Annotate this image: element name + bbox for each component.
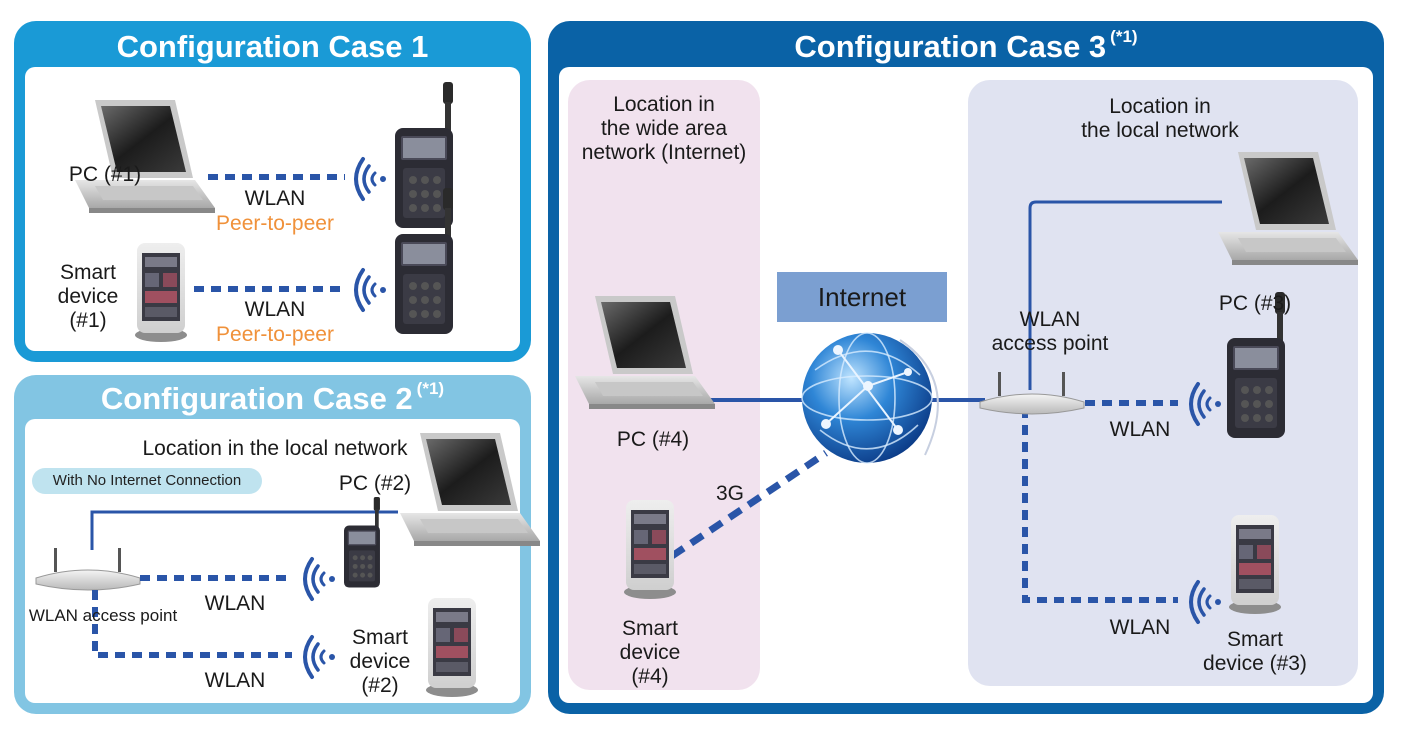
wifi-waves-icon — [354, 268, 388, 312]
case2-smartphone — [426, 598, 478, 697]
router-icon — [979, 371, 1085, 415]
case1-wlan-label-1: WLAN — [244, 187, 306, 210]
case3-smart3-label: Smart device (#3) — [1203, 628, 1307, 675]
case1-wlan-label-2: WLAN — [244, 298, 306, 321]
case3-pc4-label: PC (#4) — [616, 428, 690, 451]
case1-title: Configuration Case 1 — [116, 29, 429, 64]
case3-smartphone-3 — [1229, 515, 1281, 614]
wifi-waves-icon — [303, 557, 337, 601]
case2-pc-label: PC (#2) — [338, 472, 412, 495]
case1-smart-label: Smart device (#1) — [57, 261, 119, 332]
case2-wlan-label-1: WLAN — [204, 592, 266, 615]
wifi-waves-icon — [1189, 580, 1223, 624]
case3-3g-link — [670, 450, 828, 559]
case3-wide-location-label: Location in the wide area network (Inter… — [581, 93, 747, 164]
internet-label-box: Internet — [777, 272, 947, 322]
case2-wlan-link-2 — [92, 590, 292, 658]
case2-ap-label: WLAN access point — [28, 606, 178, 625]
case1-pc-laptop — [75, 100, 215, 213]
case1-pc-label: PC (#1) — [68, 163, 142, 186]
case2-no-internet-pill: With No Internet Connection — [32, 468, 262, 494]
case2-title: Configuration Case 2(*1) — [100, 379, 445, 416]
router-icon — [35, 547, 141, 591]
case3-pc3-label: PC (#3) — [1218, 292, 1292, 315]
case3-title: Configuration Case 3(*1) — [794, 27, 1138, 64]
case2-wired-link — [90, 510, 398, 550]
case3-pc4-laptop — [575, 296, 715, 409]
case3-wlan-label-2: WLAN — [1109, 616, 1171, 639]
wifi-waves-icon — [354, 157, 388, 201]
case3-pc3-laptop — [1218, 152, 1358, 265]
case3-wlan-label-1: WLAN — [1109, 418, 1171, 441]
case2-location-label: Location in the local network — [142, 437, 408, 460]
wifi-waves-icon — [1189, 382, 1223, 426]
case3-pc3-wired-link — [1028, 200, 1222, 390]
case3-smart4-label: Smart device (#4) — [619, 617, 681, 688]
case1-p2p-label-1: Peer-to-peer — [216, 212, 334, 235]
case3-local-location-label: Location in the local network — [1081, 95, 1239, 142]
case3-smartphone-4 — [624, 500, 676, 599]
case3-ap-label: WLAN access point — [991, 308, 1109, 355]
case2-wlan-label-2: WLAN — [204, 669, 266, 692]
case1-p2p-label-2: Peer-to-peer — [216, 323, 334, 346]
globe-icon — [801, 332, 939, 464]
case3-wlan-link-2 — [1022, 408, 1178, 603]
case2-smart-label: Smart device (#2) — [349, 626, 411, 697]
case3-3g-label: 3G — [715, 482, 744, 505]
